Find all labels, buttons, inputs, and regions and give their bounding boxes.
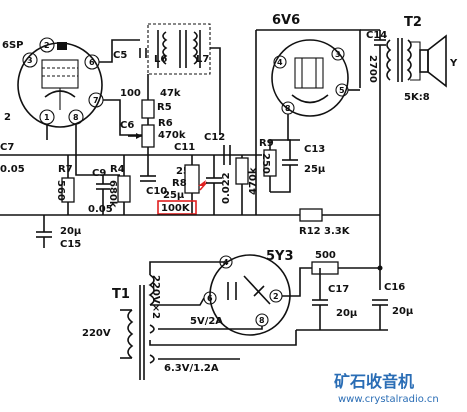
r8-value: 100K <box>161 203 191 214</box>
mains-voltage: 220V <box>82 328 111 339</box>
c9-cap-value: 0.05 <box>88 204 113 215</box>
c13-label: C13 <box>304 144 325 155</box>
if-transformer <box>147 23 211 75</box>
r5-ohms: 47k <box>160 88 181 99</box>
v2-pin-8: 8 <box>285 104 291 113</box>
tube-5y3-label: 5Y3 <box>266 249 294 264</box>
filament-5v-label: 5V/2A <box>190 316 223 327</box>
c15-label: C15 <box>60 239 81 250</box>
r4-value: 680k <box>107 180 118 208</box>
watermark-url: www.crystalradio.cn <box>338 394 439 405</box>
r470k-label: 470k <box>248 167 259 195</box>
c7-label: C7 <box>0 142 14 153</box>
output-transformer <box>386 38 412 82</box>
v2-pin-5: 5 <box>339 86 345 95</box>
c10-value: 25μ <box>163 190 185 201</box>
r5-value-100: 100 <box>120 88 141 99</box>
c14-label: C14 <box>366 30 387 41</box>
v1-pin-1: 1 <box>44 113 50 122</box>
l6-label: L6 <box>154 54 167 65</box>
v1-pin-6: 6 <box>89 58 95 67</box>
v3-pin-6: 6 <box>207 294 213 303</box>
c15-value: 20μ <box>60 226 82 237</box>
c12-value: 0.022 <box>221 172 232 204</box>
r4-label: R4 <box>110 164 125 175</box>
c17-value: 20μ <box>336 308 358 319</box>
l7-label: L7 <box>196 54 209 65</box>
r6-value: 470k <box>158 130 186 141</box>
tube-6v6 <box>271 39 349 117</box>
tube-5y3 <box>203 254 291 336</box>
speaker-icon <box>419 34 447 88</box>
speaker-label: Y <box>449 58 458 69</box>
power-transformer <box>127 274 155 380</box>
tube-6sp <box>17 37 104 128</box>
v1-pin-2: 2 <box>44 41 50 50</box>
r8-label: R8 <box>172 178 187 189</box>
r7-value: 560 <box>55 180 66 201</box>
tube-6v6-label: 6V6 <box>272 13 300 28</box>
r500-label: 500 <box>315 250 336 261</box>
c12-label: C12 <box>204 132 225 143</box>
c16-label: C16 <box>384 282 405 293</box>
c9-label: C9 <box>92 168 106 179</box>
v3-pin-8: 8 <box>259 316 265 325</box>
t2-label: T2 <box>404 15 422 30</box>
tube-6sp-label: 6SP <box>2 40 24 51</box>
c6-label: C6 <box>120 120 134 131</box>
c9-left-value: 0.05 <box>0 164 25 175</box>
c10-label: C10 <box>146 186 167 197</box>
c17-label: C17 <box>328 284 349 295</box>
v1-pin-7: 7 <box>93 96 99 105</box>
r6-label: R6 <box>158 118 173 129</box>
r12-label: R12 <box>299 226 321 237</box>
c16-value: 20μ <box>392 306 414 317</box>
v1-pin-8: 8 <box>73 113 79 122</box>
r9-value: 250 <box>260 153 271 174</box>
left-label-2: 2 <box>4 112 11 123</box>
hv-winding-label: 220V×2 <box>150 275 161 319</box>
v1-pin-3: 3 <box>27 56 33 65</box>
r5-label: R5 <box>157 102 172 113</box>
v3-pin-2: 2 <box>273 292 279 301</box>
v2-pin-4: 4 <box>277 58 283 67</box>
highlight-box <box>157 200 197 215</box>
v2-pin-3: 3 <box>335 50 341 59</box>
watermark-brand: 矿石收音机 <box>334 372 414 391</box>
r9-label: R9 <box>259 138 274 149</box>
speaker-impedance: 5K:8 <box>404 92 430 103</box>
filament-63v-label: 6.3V/1.2A <box>164 363 219 374</box>
r12-value: 3.3K <box>324 226 351 237</box>
r7-label: R7 <box>58 164 73 175</box>
c11-label: C11 <box>174 142 195 153</box>
c13-value: 25μ <box>304 164 326 175</box>
t1-label: T1 <box>112 287 130 302</box>
c5-label: C5 <box>113 50 127 61</box>
c14-value: 2700 <box>367 55 378 83</box>
